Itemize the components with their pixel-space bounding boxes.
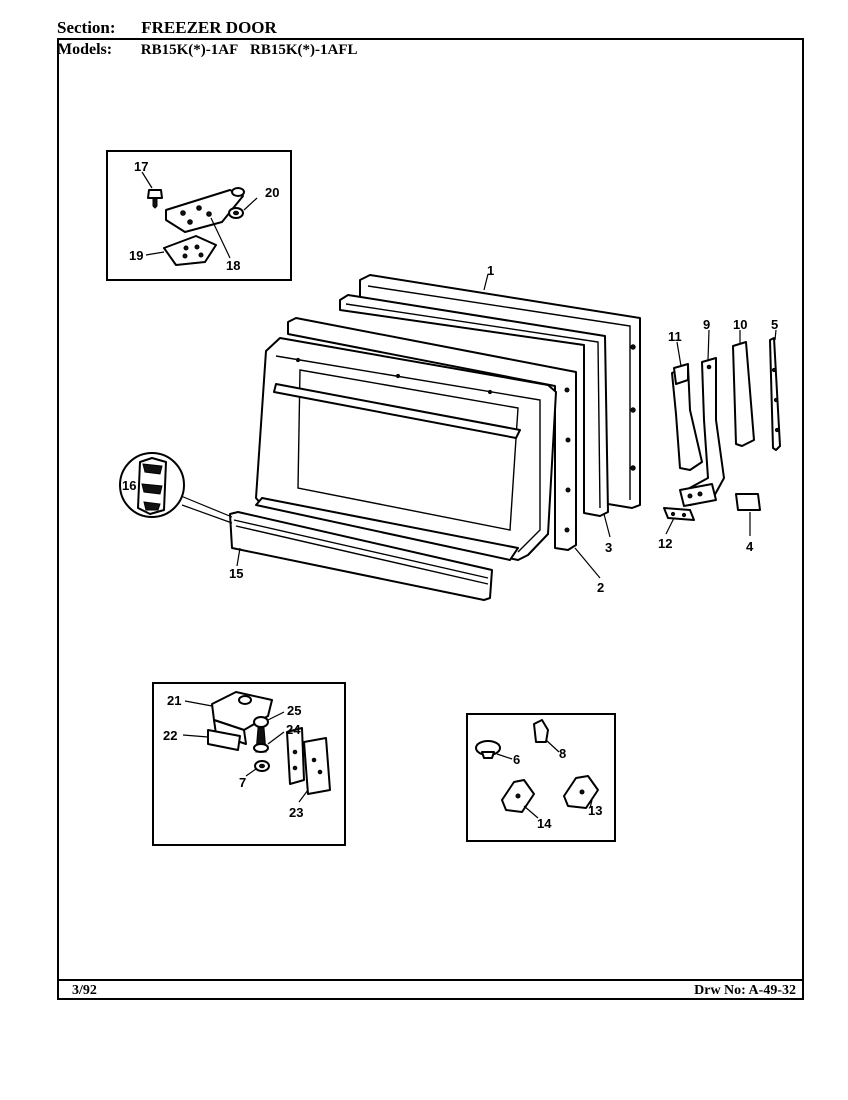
callout-11: 11 (668, 329, 682, 344)
hinge-part-18 (165, 187, 245, 233)
leader-5 (774, 329, 777, 341)
callout-6: 6 (513, 752, 520, 767)
parts-inset-right (466, 713, 616, 842)
footer-rule (57, 979, 804, 981)
callout-18: 18 (226, 258, 240, 273)
cap-part-6 (475, 740, 501, 759)
leader-2 (574, 547, 601, 579)
hinge-inset-top (106, 150, 292, 281)
callout-21: 21 (167, 693, 181, 708)
callout-7: 7 (239, 775, 246, 790)
hinge-inset-bottom (152, 682, 346, 846)
callout-8: 8 (559, 746, 566, 761)
clip-part-14 (501, 779, 535, 813)
callout-22: 22 (163, 728, 177, 743)
callout-24: 24 (286, 722, 301, 737)
door-gasket-3 (339, 294, 609, 517)
section-title: FREEZER DOOR (141, 18, 277, 37)
washer-part-20 (228, 207, 244, 219)
drawing-number: Drw No: A-49-32 (694, 983, 796, 998)
hinge-bracket-9 (679, 357, 725, 507)
models-header: Models: RB15K(*)-1AF RB15K(*)-1AFL (57, 41, 366, 59)
strip-part-10 (732, 341, 755, 447)
callout-4: 4 (746, 539, 754, 554)
rod-part-5 (769, 337, 781, 451)
callout-25: 25 (287, 703, 301, 718)
callout-1: 1 (487, 263, 494, 278)
bushing-part-25 (253, 716, 269, 728)
callout-15: 15 (229, 566, 243, 581)
hinge-plates-23 (286, 727, 331, 795)
model-number: RB15K(*)-1AF (140, 42, 239, 58)
callout-12: 12 (658, 536, 672, 551)
callout-2: 2 (597, 580, 604, 595)
models-label: Models: (57, 41, 113, 58)
washer-part-7 (254, 760, 270, 772)
callout-14: 14 (537, 816, 552, 831)
shim-part-12 (663, 507, 695, 521)
clip-part-13 (563, 775, 599, 809)
callout-13: 13 (588, 803, 602, 818)
inset-frame (466, 713, 616, 842)
shim-part-22 (207, 729, 241, 751)
model-number: RB15K(*)-1AFL (250, 42, 358, 58)
door-stop-strap-11 (671, 363, 703, 471)
inset-frame (152, 682, 346, 846)
callout-9: 9 (703, 317, 710, 332)
screw-part-17 (147, 189, 163, 209)
leader-11 (676, 341, 682, 367)
breaker-strip-2 (287, 317, 577, 551)
callout-16: 16 (122, 478, 136, 493)
cap-part-4 (735, 493, 761, 511)
shelf-bracket-16-detail (119, 452, 233, 524)
leader-15 (236, 547, 241, 567)
drawing-date: 3/92 (72, 983, 97, 998)
inner-door-liner (255, 337, 557, 561)
drawing-frame (57, 38, 804, 1000)
callout-3: 3 (605, 540, 612, 555)
leader-9 (707, 329, 710, 361)
callout-20: 20 (265, 185, 279, 200)
leader-1 (483, 273, 489, 291)
retainer-part-8 (533, 719, 549, 743)
callout-19: 19 (129, 248, 143, 263)
door-shelf-front-15 (229, 511, 493, 601)
section-header: Section: FREEZER DOOR (57, 18, 277, 38)
section-label: Section: (57, 18, 116, 37)
leader-12 (665, 517, 675, 535)
leader-3 (603, 513, 611, 538)
callout-17: 17 (134, 159, 148, 174)
callout-23: 23 (289, 805, 303, 820)
callout-5: 5 (771, 317, 778, 332)
pin-part-24 (253, 727, 269, 753)
callout-10: 10 (733, 317, 747, 332)
inset-frame (106, 150, 292, 281)
shim-part-19 (163, 235, 217, 266)
